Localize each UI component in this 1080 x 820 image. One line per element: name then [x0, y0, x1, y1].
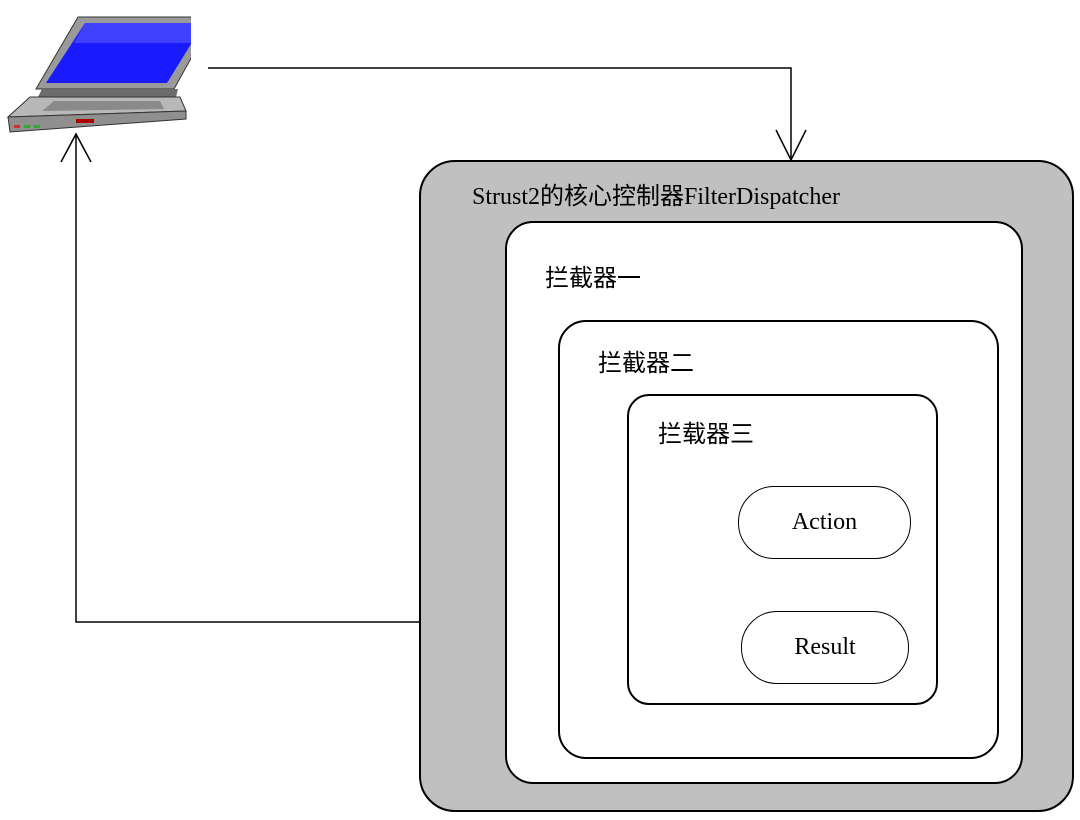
result-node: Result — [741, 611, 909, 684]
response-arrow-line — [75, 136, 419, 623]
interceptor-2-label: 拦截器二 — [598, 351, 694, 377]
interceptor-1-label: 拦截器一 — [545, 266, 641, 292]
request-arrow-line — [208, 67, 792, 160]
filter-dispatcher-label: Strust2的核心控制器FilterDispatcher — [472, 184, 840, 210]
response-arrowhead — [60, 132, 92, 163]
action-node: Action — [738, 486, 911, 559]
laptop-icon — [6, 16, 191, 133]
interceptor-3-label: 拦载器三 — [658, 422, 754, 448]
